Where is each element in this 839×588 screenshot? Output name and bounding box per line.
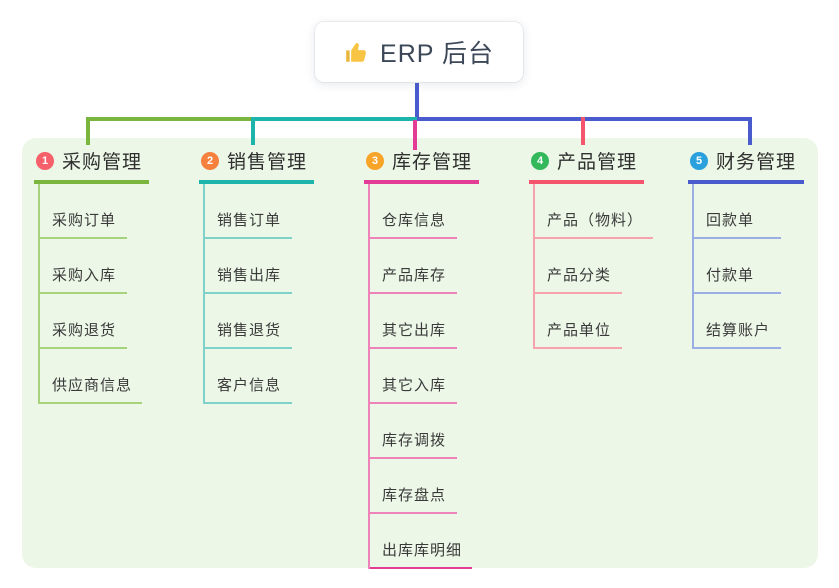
root-title: ERP 后台 bbox=[380, 40, 494, 68]
branch-2-number-badge: 2 bbox=[201, 151, 219, 170]
branch-2-children: 销售订单 销售出库 销售退货 客户信息 bbox=[199, 184, 292, 404]
root-node[interactable]: ERP 后台 bbox=[315, 22, 523, 82]
branch-4-tree-line bbox=[533, 184, 535, 349]
branch-4-node[interactable]: 4 产品管理 bbox=[529, 146, 644, 184]
child-node[interactable]: 采购入库 bbox=[38, 239, 127, 294]
branch-1-purchase: 1 采购管理 采购订单 采购入库 采购退货 供应商信息 bbox=[34, 146, 149, 404]
branch-1-children: 采购订单 采购入库 采购退货 供应商信息 bbox=[34, 184, 143, 404]
branch-5-tree-line bbox=[692, 184, 694, 349]
branches-panel bbox=[22, 138, 818, 568]
branch-5-label: 财务管理 bbox=[716, 152, 797, 173]
child-node[interactable]: 出库库明细 bbox=[368, 514, 473, 569]
branch-4-children: 产品（物料） 产品分类 产品单位 bbox=[529, 184, 654, 349]
branch-drop-line-1 bbox=[86, 117, 90, 145]
branch-2-label: 销售管理 bbox=[227, 152, 308, 173]
branch-3-tree-line bbox=[368, 184, 370, 569]
branch-1-tree-line bbox=[38, 184, 40, 404]
child-node[interactable]: 其它出库 bbox=[368, 294, 457, 349]
branch-3-label: 库存管理 bbox=[392, 152, 473, 173]
branch-1-number-badge: 1 bbox=[36, 151, 54, 170]
child-node[interactable]: 产品（物料） bbox=[533, 184, 654, 239]
child-node[interactable]: 库存盘点 bbox=[368, 459, 457, 514]
branch-5-children: 回款单 付款单 结算账户 bbox=[688, 184, 781, 349]
branch-2-tree-line bbox=[203, 184, 205, 404]
branch-4-number-badge: 4 bbox=[531, 151, 549, 170]
connector-segment-green bbox=[86, 117, 253, 121]
child-node[interactable]: 销售退货 bbox=[203, 294, 292, 349]
root-trunk-line bbox=[415, 82, 419, 121]
branch-3-inventory: 3 库存管理 仓库信息 产品库存 其它出库 其它入库 库存调拨 库存盘点 出库库… bbox=[364, 146, 479, 569]
child-node[interactable]: 回款单 bbox=[692, 184, 781, 239]
child-node[interactable]: 销售出库 bbox=[203, 239, 292, 294]
child-node[interactable]: 产品库存 bbox=[368, 239, 457, 294]
child-node[interactable]: 仓库信息 bbox=[368, 184, 457, 239]
branch-3-node[interactable]: 3 库存管理 bbox=[364, 146, 479, 184]
child-node[interactable]: 库存调拨 bbox=[368, 404, 457, 459]
branch-drop-line-5 bbox=[748, 117, 752, 145]
branch-3-number-badge: 3 bbox=[366, 151, 384, 170]
branch-drop-line-2 bbox=[251, 117, 255, 145]
branch-drop-line-4 bbox=[581, 117, 585, 145]
branch-1-label: 采购管理 bbox=[62, 152, 143, 173]
branch-1-node[interactable]: 1 采购管理 bbox=[34, 146, 149, 184]
child-node[interactable]: 采购订单 bbox=[38, 184, 127, 239]
child-node[interactable]: 其它入库 bbox=[368, 349, 457, 404]
branch-2-node[interactable]: 2 销售管理 bbox=[199, 146, 314, 184]
child-node[interactable]: 产品单位 bbox=[533, 294, 622, 349]
child-node[interactable]: 供应商信息 bbox=[38, 349, 143, 404]
child-node[interactable]: 付款单 bbox=[692, 239, 781, 294]
child-node[interactable]: 销售订单 bbox=[203, 184, 292, 239]
branch-5-number-badge: 5 bbox=[690, 151, 708, 170]
child-node[interactable]: 产品分类 bbox=[533, 239, 622, 294]
connector-segment-teal bbox=[253, 117, 417, 121]
child-node[interactable]: 客户信息 bbox=[203, 349, 292, 404]
branch-4-label: 产品管理 bbox=[557, 152, 638, 173]
branch-5-node[interactable]: 5 财务管理 bbox=[688, 146, 804, 184]
branch-5-finance: 5 财务管理 回款单 付款单 结算账户 bbox=[688, 146, 804, 349]
branch-drop-line-3 bbox=[413, 120, 417, 150]
branch-4-product: 4 产品管理 产品（物料） 产品分类 产品单位 bbox=[529, 146, 654, 349]
branch-3-children: 仓库信息 产品库存 其它出库 其它入库 库存调拨 库存盘点 出库库明细 bbox=[364, 184, 473, 569]
child-node[interactable]: 结算账户 bbox=[692, 294, 781, 349]
child-node[interactable]: 采购退货 bbox=[38, 294, 127, 349]
thumbs-up-icon bbox=[344, 39, 370, 65]
branch-2-sales: 2 销售管理 销售订单 销售出库 销售退货 客户信息 bbox=[199, 146, 314, 404]
